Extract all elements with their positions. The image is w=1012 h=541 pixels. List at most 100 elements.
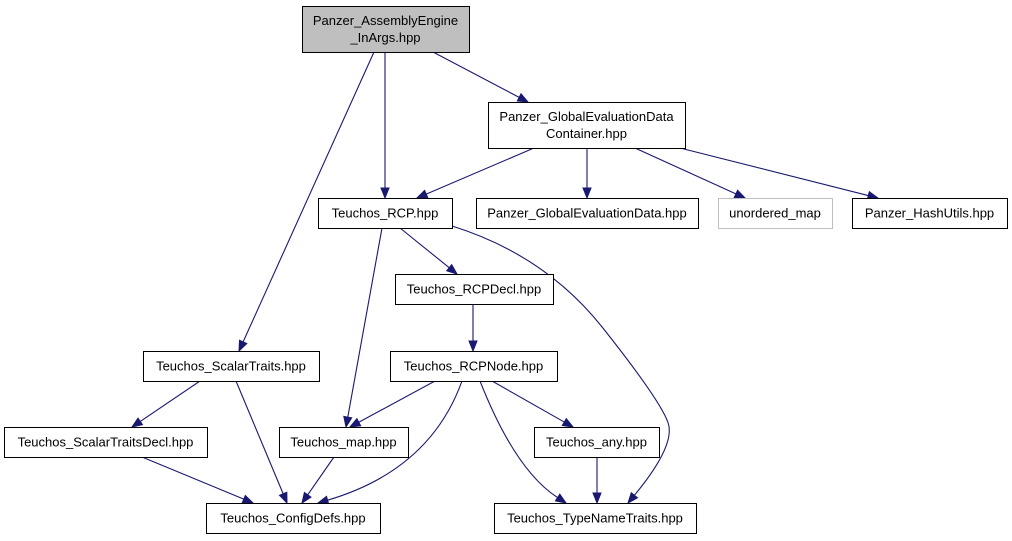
edge-line [139, 380, 201, 422]
edge-line [451, 225, 670, 496]
edge-teuchos-rcpnode-to-teuchos-any [491, 380, 575, 428]
edge-assembly-engine-inargs-to-teuchos-rcp [380, 52, 390, 200]
edge-arrowhead [561, 417, 575, 428]
node-teuchos-scalartraitsdecl[interactable]: Teuchos_ScalarTraitsDecl.hpp [4, 427, 208, 458]
edge-arrowhead [238, 339, 248, 353]
edge-arrowhead [468, 340, 478, 353]
edge-teuchos-rcp-to-teuchos-rcpdecl [399, 227, 459, 275]
edge-teuchos-rcp-to-teuchos-map [343, 227, 383, 429]
edge-arrowhead [627, 491, 639, 505]
edge-global-eval-data-container-to-unordered-map [634, 147, 747, 199]
edge-assembly-engine-inargs-to-teuchos-scalartraits [238, 51, 375, 353]
edge-arrowhead [554, 493, 568, 504]
edge-line [399, 227, 450, 269]
edge-teuchos-any-to-teuchos-typenametraits [592, 457, 602, 505]
node-box [279, 427, 409, 458]
edge-arrowhead [592, 492, 602, 505]
node-label: Teuchos_map.hpp [290, 435, 396, 450]
edge-arrowhead [241, 494, 255, 504]
edge-arrowhead [278, 491, 288, 505]
edge-arrowhead [516, 92, 530, 103]
edge-line [358, 380, 436, 423]
node-label: unordered_map [729, 206, 821, 221]
edge-line [491, 380, 565, 423]
node-label: Panzer_HashUtils.hpp [865, 206, 994, 221]
edge-global-eval-data-container-to-teuchos-rcp [415, 147, 535, 199]
node-teuchos-map[interactable]: Teuchos_map.hpp [279, 427, 409, 458]
node-box [476, 198, 699, 229]
node-box [395, 274, 554, 305]
node-box [4, 427, 208, 458]
node-label: Teuchos_TypeNameTraits.hpp [507, 511, 683, 526]
edge-line [432, 51, 520, 98]
node-label: Teuchos_ScalarTraits.hpp [156, 359, 306, 374]
node-label: Teuchos_RCPDecl.hpp [407, 282, 541, 297]
node-box [143, 351, 320, 382]
node-teuchos-configdefs[interactable]: Teuchos_ConfigDefs.hpp [206, 503, 381, 534]
node-label: Teuchos_any.hpp [546, 435, 647, 450]
node-label: Panzer_AssemblyEngine [313, 13, 458, 28]
edge-line [347, 227, 383, 418]
node-teuchos-scalartraits[interactable]: Teuchos_ScalarTraits.hpp [143, 351, 320, 382]
node-teuchos-typenametraits[interactable]: Teuchos_TypeNameTraits.hpp [494, 503, 697, 534]
edge-line [307, 456, 335, 496]
nodes-layer: Panzer_AssemblyEngine _InArgs.hppPanzer_G… [4, 6, 1008, 534]
edge-teuchos-rcpdecl-to-teuchos-rcpnode [468, 304, 478, 353]
node-teuchos-rcpnode[interactable]: Teuchos_RCPNode.hpp [390, 351, 558, 382]
node-assembly-engine-inargs[interactable]: Panzer_AssemblyEngine _InArgs.hpp [302, 6, 470, 53]
node-unordered-map[interactable]: unordered_map [718, 198, 833, 229]
node-hash-utils[interactable]: Panzer_HashUtils.hpp [852, 198, 1008, 229]
edge-line [242, 51, 375, 343]
node-box [390, 351, 558, 382]
node-global-eval-data[interactable]: Panzer_GlobalEvaluationData.hpp [476, 198, 699, 229]
edge-teuchos-rcp-to-teuchos-typenametraits [451, 225, 670, 505]
node-label: Teuchos_RCPNode.hpp [404, 359, 543, 374]
node-box [718, 198, 833, 229]
edge-assembly-engine-inargs-to-global-eval-data-container [432, 51, 530, 103]
node-label: Panzer_GlobalEvaluationData.hpp [487, 206, 686, 221]
node-label: _InArgs.hpp [349, 30, 420, 45]
node-box [302, 6, 470, 53]
edge-global-eval-data-container-to-hash-utils [679, 147, 880, 200]
edge-global-eval-data-container-to-global-eval-data [582, 148, 592, 200]
node-label: Teuchos_RCP.hpp [332, 206, 439, 221]
node-label: Teuchos_ScalarTraitsDecl.hpp [18, 435, 194, 450]
edge-arrowhead [380, 187, 390, 200]
edge-line [479, 380, 558, 499]
edge-line [634, 147, 737, 195]
node-box [534, 427, 660, 458]
node-box [852, 198, 1008, 229]
edge-arrowhead [343, 415, 353, 429]
edge-line [425, 147, 535, 195]
edge-teuchos-rcpnode-to-teuchos-map [348, 380, 436, 428]
edge-line [679, 147, 869, 197]
node-label: Teuchos_ConfigDefs.hpp [220, 511, 365, 526]
node-box [488, 102, 686, 149]
node-teuchos-rcpdecl[interactable]: Teuchos_RCPDecl.hpp [395, 274, 554, 305]
edge-teuchos-scalartraits-to-teuchos-configdefs [235, 380, 288, 505]
node-label: Container.hpp [546, 126, 627, 141]
edge-teuchos-rcpnode-to-teuchos-typenametraits [479, 380, 568, 504]
edge-arrowhead [445, 263, 459, 275]
edge-arrowhead [415, 189, 429, 199]
edge-arrowhead [348, 417, 362, 428]
edge-arrowhead [301, 491, 312, 505]
node-teuchos-rcp[interactable]: Teuchos_RCP.hpp [318, 198, 453, 229]
edge-teuchos-scalartraits-to-teuchos-scalartraitsdecl [130, 380, 201, 428]
node-box [318, 198, 453, 229]
edge-arrowhead [733, 189, 747, 199]
node-box [206, 503, 381, 534]
edge-teuchos-map-to-teuchos-configdefs [301, 456, 335, 505]
edge-arrowhead [582, 187, 592, 200]
edge-line [235, 380, 284, 494]
edge-arrowhead [130, 417, 144, 428]
edge-teuchos-scalartraitsdecl-to-teuchos-configdefs [141, 456, 255, 504]
edge-line [327, 380, 463, 501]
node-box [494, 503, 697, 534]
edge-arrowhead [316, 495, 330, 505]
edges-layer [130, 51, 880, 505]
node-teuchos-any[interactable]: Teuchos_any.hpp [534, 427, 660, 458]
node-label: Panzer_GlobalEvaluationData [499, 109, 674, 124]
